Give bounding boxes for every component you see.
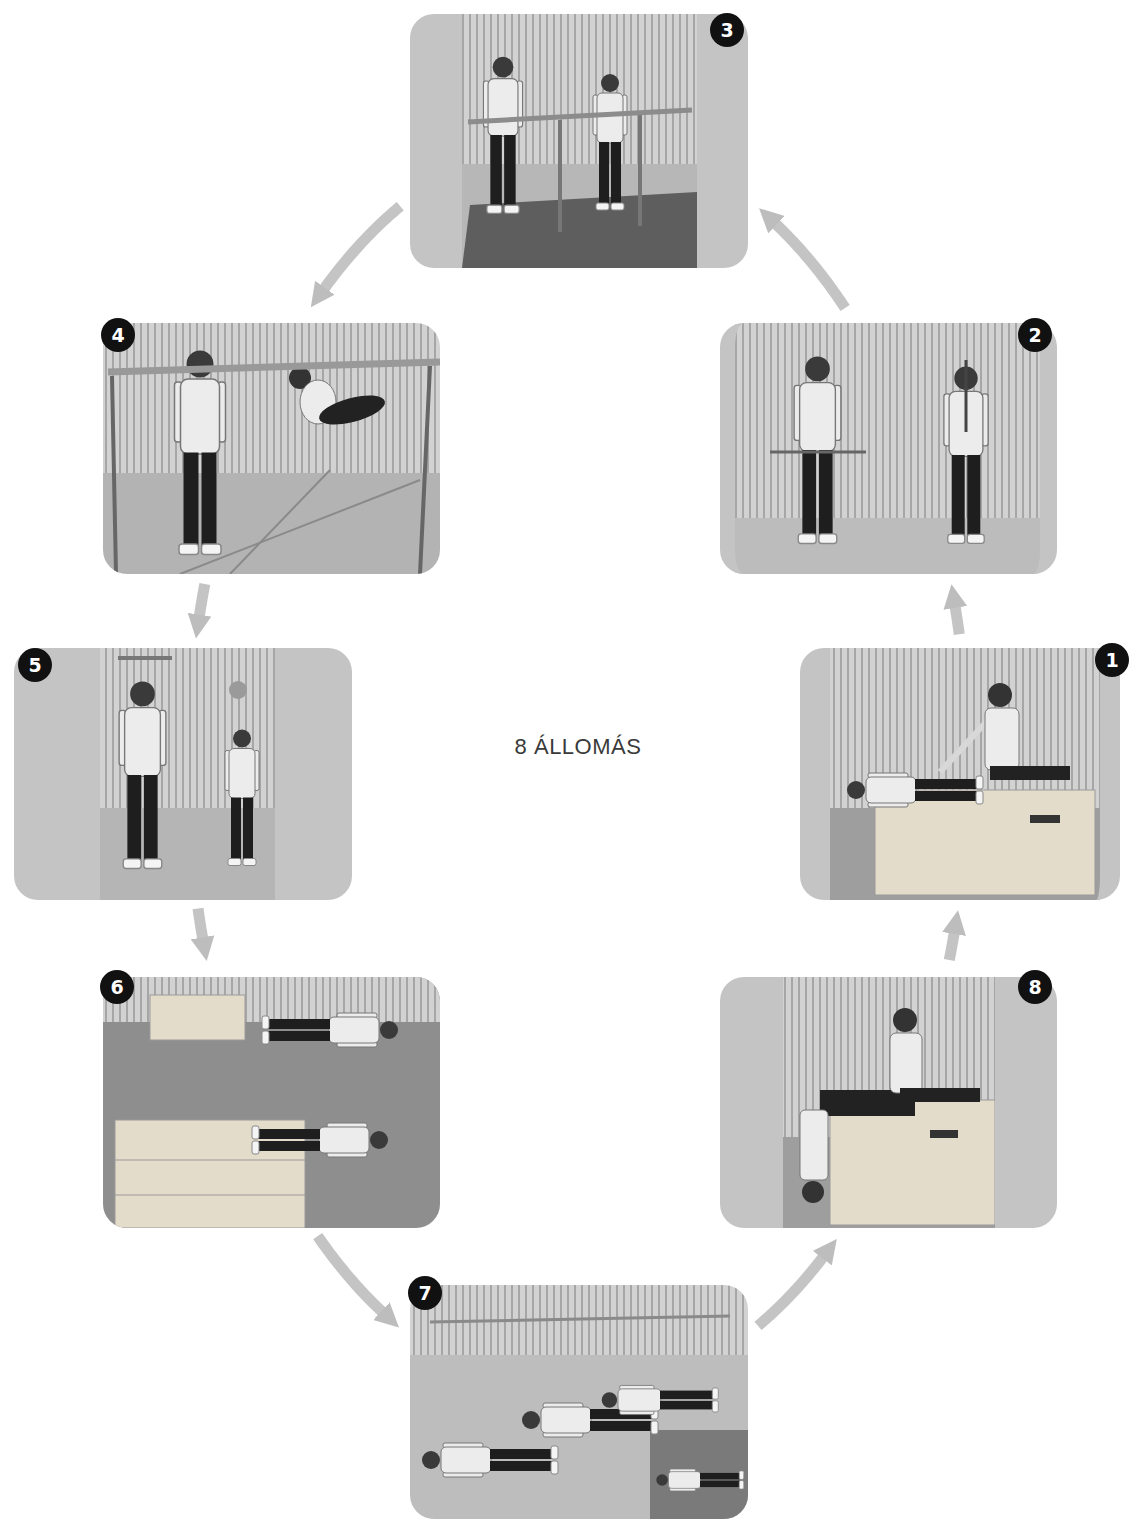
station-number: 5	[28, 656, 41, 675]
station-number: 3	[720, 21, 733, 40]
exercise-photo	[462, 14, 697, 268]
station-number: 2	[1028, 326, 1041, 345]
station-panel: 8	[720, 977, 1057, 1228]
center-title: 8 ÁLLOMÁS	[515, 734, 642, 760]
exercise-photo	[100, 648, 275, 900]
station-number-badge: 8	[1018, 970, 1052, 1004]
station-number: 6	[110, 978, 123, 997]
flow-arrow	[318, 1236, 384, 1313]
station-number-badge: 2	[1018, 318, 1052, 352]
station-number-badge: 4	[101, 318, 135, 352]
station-number-badge: 3	[710, 13, 744, 47]
station-number-badge: 7	[408, 1276, 442, 1310]
exercise-photo	[830, 648, 1100, 900]
station-number-badge: 1	[1095, 643, 1129, 677]
station-number-badge: 6	[100, 970, 134, 1004]
flow-arrow	[198, 908, 203, 939]
exercise-photo	[103, 323, 440, 574]
station-number: 8	[1028, 978, 1041, 997]
flow-arrow	[199, 584, 205, 617]
station-panel: 3	[410, 14, 748, 268]
station-number-badge: 5	[18, 648, 52, 682]
exercise-photo	[410, 1285, 748, 1519]
exercise-photo	[735, 323, 1040, 574]
station-panel: 2	[720, 323, 1057, 574]
exercise-photo	[783, 977, 995, 1228]
flow-arrow	[775, 223, 845, 308]
station-panel: 7	[410, 1285, 748, 1519]
exercise-photo	[103, 977, 440, 1228]
station-number: 4	[111, 326, 124, 345]
station-panel: 1	[800, 648, 1120, 900]
station-panel: 5	[14, 648, 352, 900]
flow-arrow	[323, 206, 400, 289]
flow-arrow	[758, 1256, 824, 1326]
station-number: 1	[1105, 651, 1118, 670]
flow-arrow	[955, 606, 959, 635]
flow-arrow	[949, 932, 954, 960]
station-panel: 4	[103, 323, 440, 574]
station-panel: 6	[103, 977, 440, 1228]
station-number: 7	[418, 1284, 431, 1303]
